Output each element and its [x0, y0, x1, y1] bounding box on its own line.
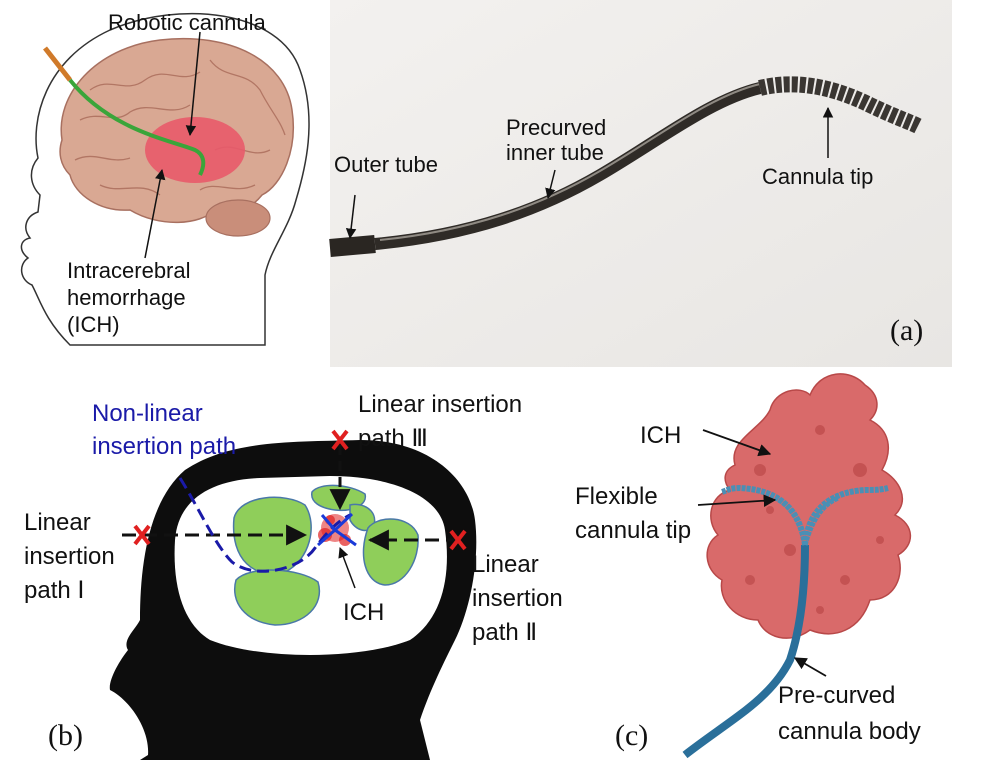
ich-label-arrow: [144, 168, 166, 259]
red-x-marker-1: [133, 524, 151, 546]
label-tip-line1: Flexible: [575, 483, 658, 510]
cannula-tip-segment: [758, 76, 922, 134]
panel-label-c: (c): [615, 719, 648, 752]
label-outer-tube: Outer tube: [334, 152, 438, 177]
photo-background: [330, 0, 952, 367]
label-path1-line1: Linear: [24, 509, 91, 536]
label-path2-line1: Linear: [472, 551, 539, 578]
inner-tube-arrow: [545, 169, 556, 200]
outer-tube: [329, 235, 376, 257]
label-body-line1: Pre-curved: [778, 682, 895, 709]
label-path3-line1: Linear insertion: [358, 391, 522, 418]
red-x-marker-3: [331, 429, 349, 451]
green-region-bottom: [234, 569, 321, 626]
panel-label-b: (b): [48, 719, 83, 752]
outer-tube-arrow: [345, 194, 357, 240]
label-path1-line3: path Ⅰ: [24, 577, 84, 604]
flexible-tip-right: [802, 485, 889, 546]
label-inner-line2: inner tube: [506, 140, 604, 165]
ich-mesh-texture: [745, 425, 884, 614]
label-ich-line2: hemorrhage: [67, 285, 186, 310]
label-inner-line1: Precurved: [506, 115, 606, 140]
panel-b-schematic: Non-linear insertion path Linear inserti…: [24, 391, 563, 760]
label-ich-line3: (ICH): [67, 312, 120, 337]
precurved-cannula-body: [682, 544, 809, 759]
label-robotic-cannula: Robotic cannula: [108, 10, 267, 35]
precurved-inner-tube: [374, 82, 762, 250]
flexible-tip-arrow: [697, 494, 777, 508]
panel-a-cannula-photo: Outer tube Precurved inner tube Cannula …: [329, 0, 952, 367]
label-body-line2: cannula body: [778, 718, 921, 745]
label-path3-line2: path Ⅲ: [358, 425, 428, 452]
ich-b-arrow: [338, 547, 356, 589]
panel-a-head-illustration: Robotic cannula Intracerebral hemorrhage…: [20, 10, 310, 346]
inner-tube-highlight: [379, 83, 761, 241]
label-cannula-tip: Cannula tip: [762, 164, 873, 189]
ich-mesh: [706, 373, 912, 639]
flexible-tip-mid-left: [773, 495, 808, 546]
cannula-label-arrow: [185, 31, 201, 137]
label-path2-line2: insertion: [472, 585, 563, 612]
label-nonlinear-line2: insertion path: [92, 433, 236, 460]
label-path2-line3: path Ⅱ: [472, 619, 537, 646]
panel-c-3d-model: ICH Flexible cannula tip Pre-curved cann…: [575, 373, 921, 759]
label-ich-line1: Intracerebral: [67, 258, 191, 283]
flexible-tip-left: [721, 484, 808, 546]
label-tip-line2: cannula tip: [575, 517, 691, 544]
red-x-marker-2: [449, 529, 467, 551]
robotic-cannula-shaft: [43, 46, 72, 82]
nonlinear-path: [178, 477, 351, 573]
flexible-tip-mid-right: [802, 495, 840, 546]
label-ich-c: ICH: [640, 422, 681, 449]
label-nonlinear-line1: Non-linear: [92, 400, 203, 427]
label-ich-b: ICH: [343, 599, 384, 626]
robotic-cannula-tip: [68, 78, 206, 176]
panel-label-a: (a): [890, 314, 923, 347]
ich-c-arrow: [702, 429, 772, 457]
cannula-body-arrow: [793, 657, 827, 677]
cerebellum: [205, 199, 271, 237]
blue-arrows-ich: [317, 512, 357, 547]
label-path1-line2: insertion: [24, 543, 115, 570]
